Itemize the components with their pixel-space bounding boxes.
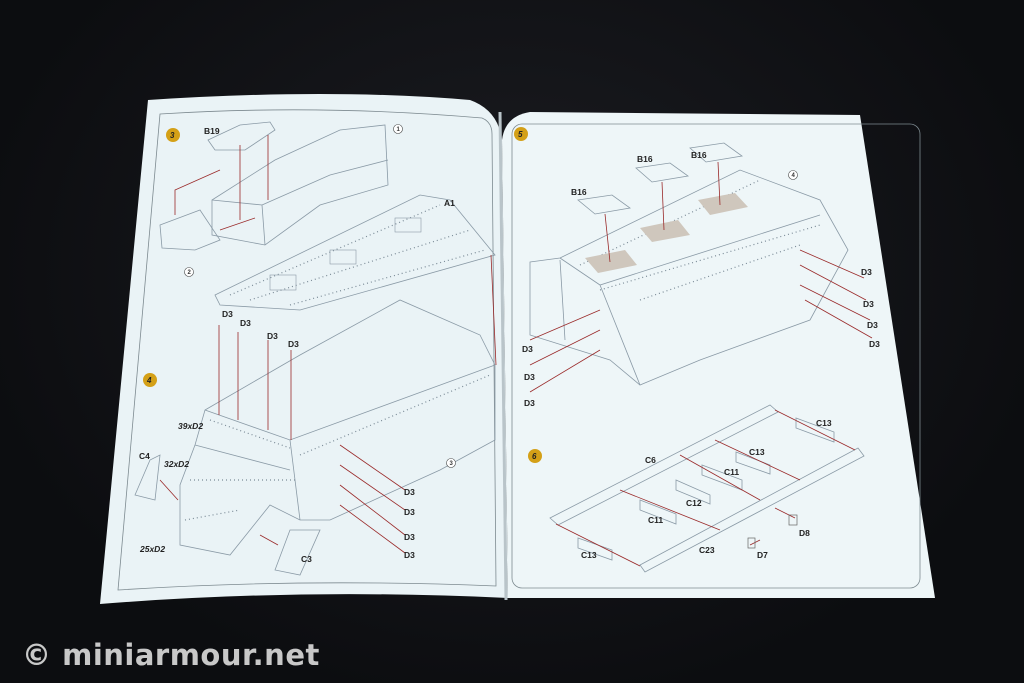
label-b16: B16 xyxy=(691,150,707,160)
ref-circle-3: 3 xyxy=(446,458,456,468)
label-d3: D3 xyxy=(869,339,880,349)
label-c6: C6 xyxy=(645,455,656,465)
svg-text:4: 4 xyxy=(146,376,152,385)
label-d3: D3 xyxy=(861,267,872,277)
step-badge-4: 4 xyxy=(143,373,157,387)
step6-drawing xyxy=(549,404,865,573)
label-c11: C11 xyxy=(724,467,739,477)
svg-text:5: 5 xyxy=(518,130,523,139)
svg-text:3: 3 xyxy=(170,131,175,140)
label-b16: B16 xyxy=(637,154,653,164)
label-25xd2: 25xD2 xyxy=(139,544,165,554)
label-d3: D3 xyxy=(524,372,535,382)
label-d8: D8 xyxy=(799,528,810,538)
label-d3: D3 xyxy=(863,299,874,309)
label-c13: C13 xyxy=(749,447,765,457)
right-page xyxy=(502,112,935,598)
left-frame xyxy=(117,109,497,591)
label-c11: C11 xyxy=(648,515,663,525)
step5-drawing xyxy=(529,142,873,393)
label-39xd2: 39xD2 xyxy=(178,421,203,431)
label-d3: D3 xyxy=(524,398,535,408)
ref-circle-2: 2 xyxy=(184,267,194,277)
label-c23: C23 xyxy=(699,545,715,555)
label-d3: D3 xyxy=(222,309,233,319)
label-d3: D3 xyxy=(288,339,299,349)
label-c3: C3 xyxy=(301,554,312,564)
ref-circle-1: 1 xyxy=(393,124,403,134)
label-d3: D3 xyxy=(240,318,251,328)
ref-circle-4: 4 xyxy=(788,170,798,180)
label-b19: B19 xyxy=(204,126,220,136)
label-d3: D3 xyxy=(522,344,533,354)
watermark: © miniarmour.net xyxy=(22,638,320,672)
label-d7: D7 xyxy=(757,550,768,560)
svg-text:2: 2 xyxy=(188,270,192,276)
label-c13: C13 xyxy=(816,418,832,428)
step3-drawing xyxy=(159,121,497,366)
label-d3: D3 xyxy=(867,320,878,330)
label-d3: D3 xyxy=(404,507,415,517)
label-d3: D3 xyxy=(267,331,278,341)
step-badge-3: 3 xyxy=(166,128,180,142)
svg-text:1: 1 xyxy=(397,127,401,133)
right-frame xyxy=(511,123,921,589)
svg-text:4: 4 xyxy=(792,173,796,179)
step4-drawing xyxy=(134,299,496,576)
label-d3: D3 xyxy=(404,550,415,560)
left-page xyxy=(100,94,508,604)
svg-text:3: 3 xyxy=(450,461,454,467)
step-badge-6: 6 xyxy=(528,449,542,463)
step-badge-5: 5 xyxy=(514,127,528,141)
label-c12: C12 xyxy=(686,498,702,508)
page-spine xyxy=(498,111,508,601)
label-c13: C13 xyxy=(581,550,597,560)
label-a1: A1 xyxy=(444,198,455,208)
label-32xd2: 32xD2 xyxy=(164,459,189,469)
svg-text:6: 6 xyxy=(532,452,537,461)
label-b16: B16 xyxy=(571,187,587,197)
label-c4: C4 xyxy=(139,451,150,461)
label-d3: D3 xyxy=(404,487,415,497)
label-d3: D3 xyxy=(404,532,415,542)
